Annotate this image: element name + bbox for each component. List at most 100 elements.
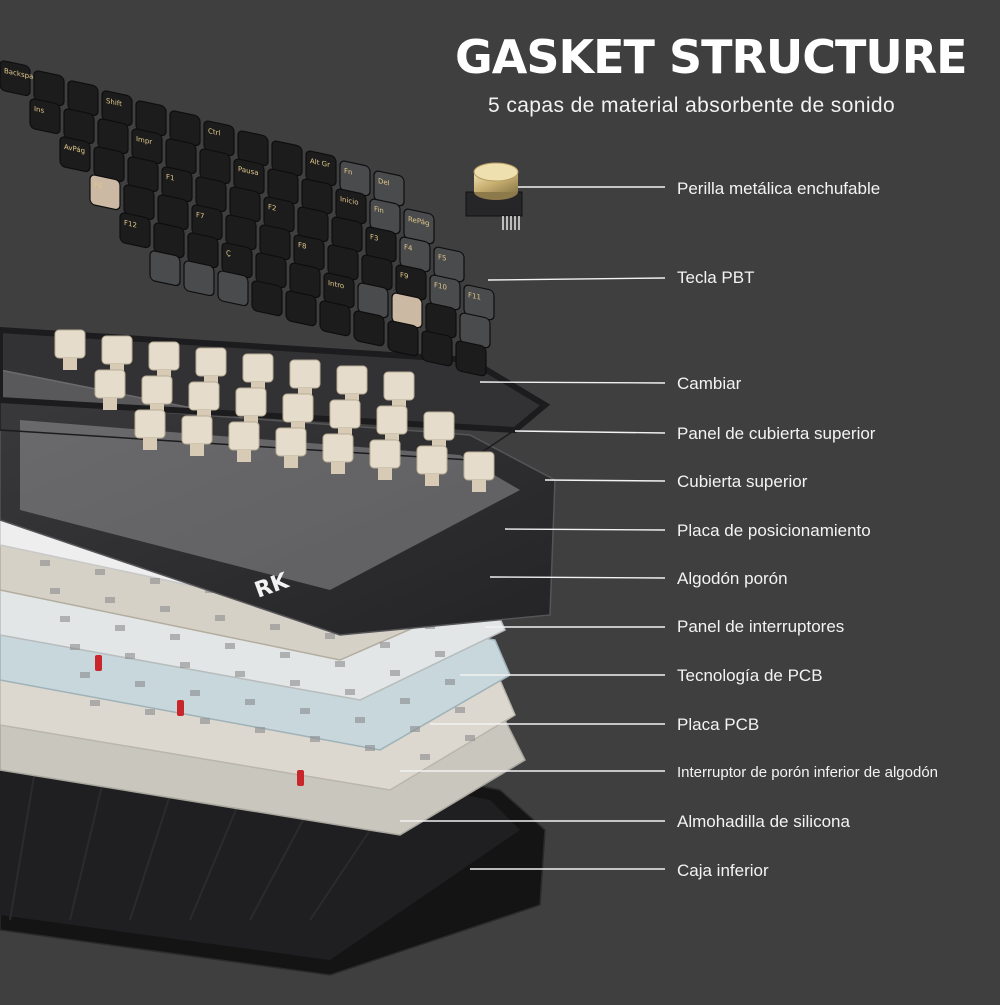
leader-line — [504, 528, 666, 531]
leader-lines — [400, 186, 666, 870]
keycap-legend: Shift — [106, 96, 122, 108]
keycap-legend: Ç — [226, 248, 231, 258]
pcb-hole — [390, 670, 400, 676]
pcb-hole — [290, 680, 300, 686]
switch-body — [235, 387, 267, 417]
switch-stem — [190, 444, 204, 456]
switch-body — [423, 411, 455, 441]
pcb-hole — [335, 661, 345, 667]
switch-stem — [237, 450, 251, 462]
pcb-hole — [355, 717, 365, 723]
stabilizer-wire — [177, 700, 184, 716]
switch-body — [322, 433, 354, 463]
knob-pin — [518, 216, 520, 230]
label-switch-panel: Panel de interruptores — [677, 617, 845, 636]
switch-body — [101, 335, 133, 365]
knob-top — [473, 162, 519, 182]
pcb-hole — [445, 679, 455, 685]
keycap-legend: Fin — [374, 204, 384, 215]
switch-body — [463, 451, 495, 481]
label-bottom-poron: Interruptor de porón inferior de algodón — [677, 764, 939, 781]
switch-body — [188, 381, 220, 411]
keycap-legend: F12 — [124, 218, 137, 230]
pcb-hole — [300, 708, 310, 714]
knob-pin — [506, 216, 508, 230]
label-pcb-tech: Tecnología de PCB — [677, 666, 823, 685]
pcb-hole — [95, 569, 105, 575]
stabilizer-wire — [95, 655, 102, 671]
pcb-hole — [200, 718, 210, 724]
pcb-hole — [115, 625, 125, 631]
label-top-cover: Cubierta superior — [677, 472, 808, 491]
pcb-hole — [325, 633, 335, 639]
pcb-hole — [145, 709, 155, 715]
leader-line — [544, 479, 666, 482]
pcb-hole — [235, 671, 245, 677]
keycap-legend: F1 — [166, 172, 174, 183]
label-pcb-plate: Placa PCB — [677, 715, 760, 734]
keycap-legend: F7 — [196, 210, 204, 221]
keycap-legend: Fn — [344, 166, 352, 177]
pcb-hole — [280, 652, 290, 658]
pcb-hole — [345, 689, 355, 695]
knob-pin — [502, 216, 504, 230]
pcb-hole — [190, 690, 200, 696]
switch-body — [181, 415, 213, 445]
keycap — [353, 310, 385, 347]
label-top-cover-panel: Panel de cubierta superior — [677, 424, 876, 443]
keycap — [387, 320, 419, 357]
keycap — [59, 136, 91, 173]
pcb-hole — [135, 681, 145, 687]
pcb-hole — [125, 653, 135, 659]
label-bottom-case: Caja inferior — [677, 861, 769, 880]
keycap-legend: F9 — [400, 270, 408, 281]
label-switch: Cambiar — [677, 374, 742, 393]
pcb-hole — [380, 642, 390, 648]
pcb-hole — [255, 727, 265, 733]
keycap — [29, 98, 61, 135]
pcb-hole — [150, 578, 160, 584]
keycap — [455, 340, 487, 377]
pcb-hole — [60, 616, 70, 622]
switch-stem — [143, 438, 157, 450]
switch-body — [242, 353, 274, 383]
switch-body — [141, 375, 173, 405]
keycap-legend: F11 — [468, 290, 481, 302]
leader-line — [487, 277, 666, 281]
switch-stem — [103, 398, 117, 410]
keycap-legend: F2 — [268, 202, 276, 213]
label-knob: Perilla metálica enchufable — [677, 179, 881, 198]
keycap-legend: F3 — [370, 232, 378, 243]
pcb-hole — [365, 745, 375, 751]
switch-stem — [284, 456, 298, 468]
switch-stem — [63, 358, 77, 370]
label-positioning-plate: Placa de posicionamiento — [677, 521, 871, 540]
pcb-hole — [215, 615, 225, 621]
switch-body — [195, 347, 227, 377]
pcb-hole — [170, 634, 180, 640]
keycap-legend: F8 — [298, 240, 307, 251]
knob-pin — [510, 216, 512, 230]
pcb-hole — [245, 699, 255, 705]
label-poron-foam: Algodón porón — [677, 569, 788, 588]
leader-line — [489, 576, 666, 579]
stabilizer-wire — [297, 770, 304, 786]
keycap-legend: Inicio — [340, 194, 358, 207]
label-silicone-pad: Almohadilla de silicona — [677, 812, 850, 831]
page-title: GASKET STRUCTURE — [455, 30, 968, 84]
keycap — [0, 60, 31, 97]
keycap-legend: F6 — [94, 180, 103, 191]
keycap-legend: Ins — [34, 104, 44, 115]
switch-body — [228, 421, 260, 451]
leader-line — [479, 381, 666, 384]
metal-knob-illustration — [465, 162, 523, 230]
switch-body — [54, 329, 86, 359]
top-cover-frame — [0, 399, 556, 636]
pcb-hole — [90, 700, 100, 706]
switch-body — [134, 409, 166, 439]
pcb-hole — [160, 606, 170, 612]
switch-body — [383, 371, 415, 401]
